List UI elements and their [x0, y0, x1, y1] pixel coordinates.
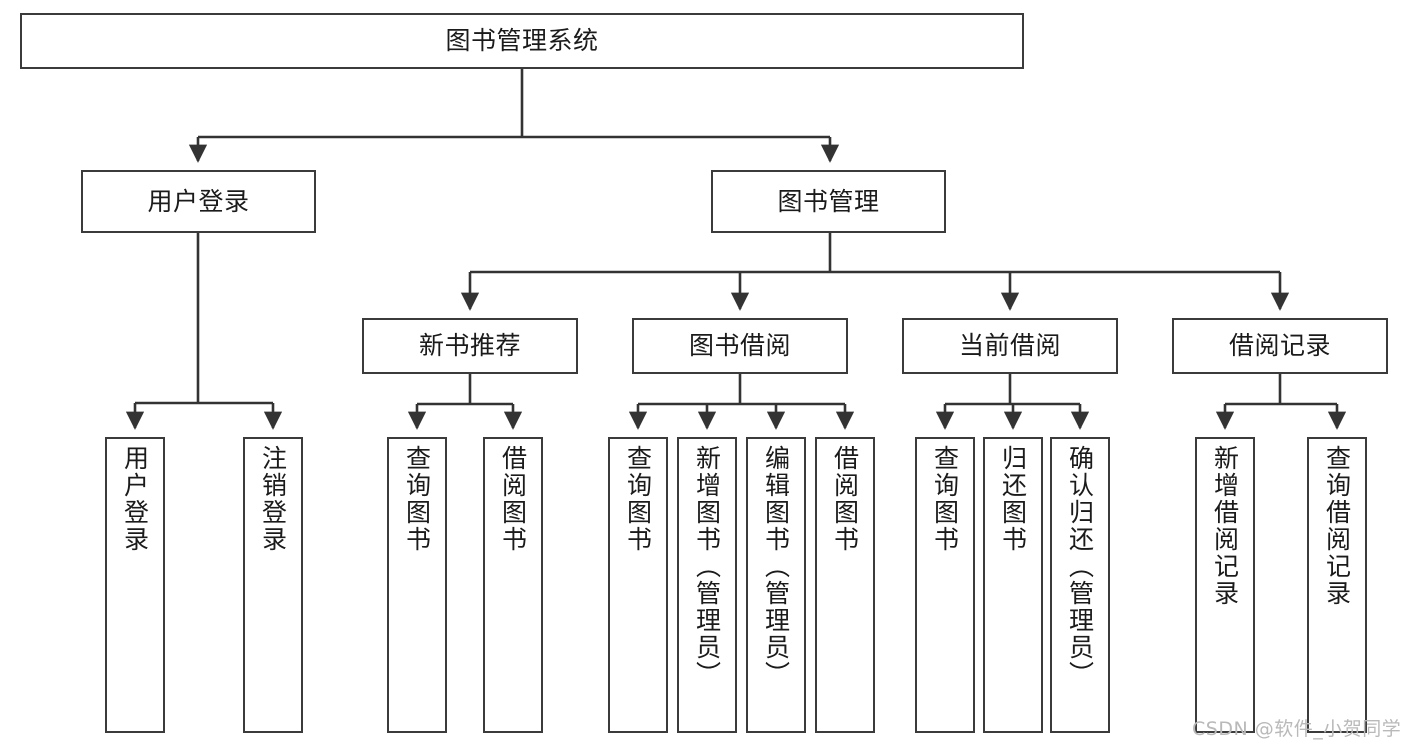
node-label: 编辑图书（管理员） [761, 445, 791, 688]
node-label: 借阅图书 [498, 445, 528, 553]
node-leaf-logout-login[interactable]: 注销登录 [243, 437, 303, 733]
node-new-book-recommend[interactable]: 新书推荐 [362, 318, 578, 374]
node-label: 注销登录 [258, 445, 288, 553]
node-leaf-query-book-1[interactable]: 查询图书 [387, 437, 447, 733]
node-leaf-query-record[interactable]: 查询借阅记录 [1307, 437, 1367, 733]
node-label: 用户登录 [147, 186, 250, 216]
node-label: 归还图书 [998, 445, 1028, 553]
node-leaf-confirm-return[interactable]: 确认归还（管理员） [1050, 437, 1110, 733]
node-label: 图书借阅 [688, 331, 791, 360]
node-label: 查询图书 [930, 445, 960, 553]
node-leaf-user-login[interactable]: 用户登录 [105, 437, 165, 733]
node-label: 查询图书 [402, 445, 432, 553]
node-label: 确认归还（管理员） [1065, 445, 1095, 688]
node-leaf-return-book[interactable]: 归还图书 [983, 437, 1043, 733]
node-current-borrow[interactable]: 当前借阅 [902, 318, 1118, 374]
node-label: 借阅记录 [1228, 331, 1331, 360]
node-book-management[interactable]: 图书管理 [711, 170, 946, 233]
node-label: 查询图书 [623, 445, 653, 553]
node-book-management-system[interactable]: 图书管理系统 [20, 13, 1024, 69]
node-label: 新增图书（管理员） [692, 445, 722, 688]
node-label: 用户登录 [120, 445, 150, 553]
node-label: 图书管理 [777, 186, 880, 216]
node-leaf-borrow-book-2[interactable]: 借阅图书 [815, 437, 875, 733]
node-label: 新增借阅记录 [1210, 445, 1240, 607]
node-label: 当前借阅 [958, 331, 1061, 360]
node-leaf-query-book-2[interactable]: 查询图书 [608, 437, 668, 733]
node-user-login[interactable]: 用户登录 [81, 170, 316, 233]
node-leaf-edit-book[interactable]: 编辑图书（管理员） [746, 437, 806, 733]
node-borrow-record[interactable]: 借阅记录 [1172, 318, 1388, 374]
node-leaf-add-book[interactable]: 新增图书（管理员） [677, 437, 737, 733]
node-label: 借阅图书 [830, 445, 860, 553]
node-label: 图书管理系统 [445, 26, 599, 55]
node-label: 新书推荐 [418, 331, 521, 360]
node-book-borrow[interactable]: 图书借阅 [632, 318, 848, 374]
watermark-text: CSDN @软件_小贺同学 [1192, 718, 1402, 740]
node-leaf-borrow-book-1[interactable]: 借阅图书 [483, 437, 543, 733]
node-leaf-add-record[interactable]: 新增借阅记录 [1195, 437, 1255, 733]
node-leaf-query-book-3[interactable]: 查询图书 [915, 437, 975, 733]
node-label: 查询借阅记录 [1322, 445, 1352, 607]
